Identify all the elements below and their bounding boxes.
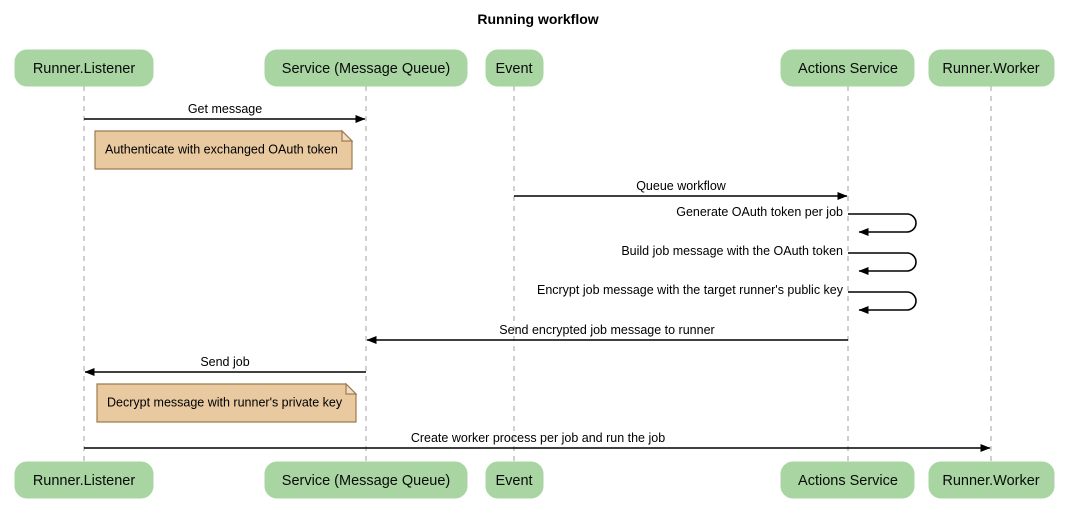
- participant-box-actions-service-bottom[interactable]: [780, 461, 915, 499]
- participant-label-runner-listener-bottom: Runner.Listener: [33, 473, 136, 489]
- note-body-note-decrypt: [96, 383, 357, 423]
- participant-header-group: Runner.Listener Service (Message Queue) Ev…: [14, 49, 1055, 87]
- note-fold-corner-note-decrypt: [345, 382, 358, 395]
- message-label-send-job: Send job: [200, 355, 249, 369]
- message-label-send-encrypted-job-message: Send encrypted job message to runner: [499, 323, 714, 337]
- message-label-create-worker-process: Create worker process per job and run th…: [411, 431, 665, 445]
- note-fold-corner-note-authenticate: [341, 129, 354, 142]
- note-text-note-decrypt: Decrypt message with runner's private ke…: [107, 395, 343, 409]
- message-label-build-job-message: Build job message with the OAuth token: [621, 244, 843, 258]
- note-text-note-authenticate: Authenticate with exchanged OAuth token: [105, 142, 338, 156]
- note-note-authenticate: Authenticate with exchanged OAuth token: [94, 129, 354, 170]
- participant-label-service-mq-top: Service (Message Queue): [282, 61, 450, 77]
- message-loop-path-encrypt-job-message: [848, 291, 917, 314]
- participant-box-actions-service-top[interactable]: [780, 49, 915, 87]
- participant-box-runner-worker-bottom[interactable]: [928, 461, 1055, 499]
- participant-label-event-top: Event: [495, 61, 532, 77]
- participant-box-runner-worker-top[interactable]: [928, 49, 1055, 87]
- message-build-job-message: Build job message with the OAuth token: [621, 244, 917, 275]
- participant-box-event-bottom[interactable]: [485, 461, 544, 499]
- participant-label-actions-service-bottom: Actions Service: [798, 473, 898, 489]
- message-queue-workflow: Queue workflow: [514, 179, 848, 200]
- participant-box-service-mq-top[interactable]: [264, 49, 468, 87]
- message-send-job: Send job: [84, 355, 366, 376]
- message-encrypt-job-message: Encrypt job message with the target runn…: [537, 283, 917, 314]
- message-label-generate-oauth-token: Generate OAuth token per job: [676, 205, 843, 219]
- participant-label-service-mq-bottom: Service (Message Queue): [282, 473, 450, 489]
- message-label-encrypt-job-message: Encrypt job message with the target runn…: [537, 283, 844, 297]
- message-get-message: Get message: [84, 102, 366, 123]
- lifelines-group: [83, 86, 992, 462]
- message-create-worker-process: Create worker process per job and run th…: [84, 431, 991, 452]
- diagram-title: Running workflow: [477, 11, 598, 27]
- participant-box-runner-listener-top[interactable]: [14, 49, 154, 87]
- message-loop-path-generate-oauth-token: [848, 213, 917, 236]
- participant-label-runner-worker-top: Runner.Worker: [942, 61, 1039, 77]
- participant-box-runner-listener-bottom[interactable]: [14, 461, 154, 499]
- participant-box-event-top[interactable]: [485, 49, 544, 87]
- note-note-decrypt: Decrypt message with runner's private ke…: [96, 382, 358, 423]
- participant-label-event-bottom: Event: [495, 473, 532, 489]
- participant-box-service-mq-bottom[interactable]: [264, 461, 468, 499]
- message-generate-oauth-token: Generate OAuth token per job: [676, 205, 917, 236]
- participant-label-actions-service-top: Actions Service: [798, 61, 898, 77]
- note-body-note-authenticate: [94, 130, 353, 170]
- message-send-encrypted-job-message: Send encrypted job message to runner: [366, 323, 848, 344]
- notes-group: Authenticate with exchanged OAuth tokenD…: [94, 129, 358, 423]
- message-label-queue-workflow: Queue workflow: [636, 179, 727, 193]
- message-loop-path-build-job-message: [848, 252, 917, 275]
- participant-label-runner-listener-top: Runner.Listener: [33, 61, 136, 77]
- message-label-get-message: Get message: [188, 102, 262, 116]
- participant-label-runner-worker-bottom: Runner.Worker: [942, 473, 1039, 489]
- participant-footer-group: Runner.Listener Service (Message Queue) Ev…: [14, 461, 1055, 499]
